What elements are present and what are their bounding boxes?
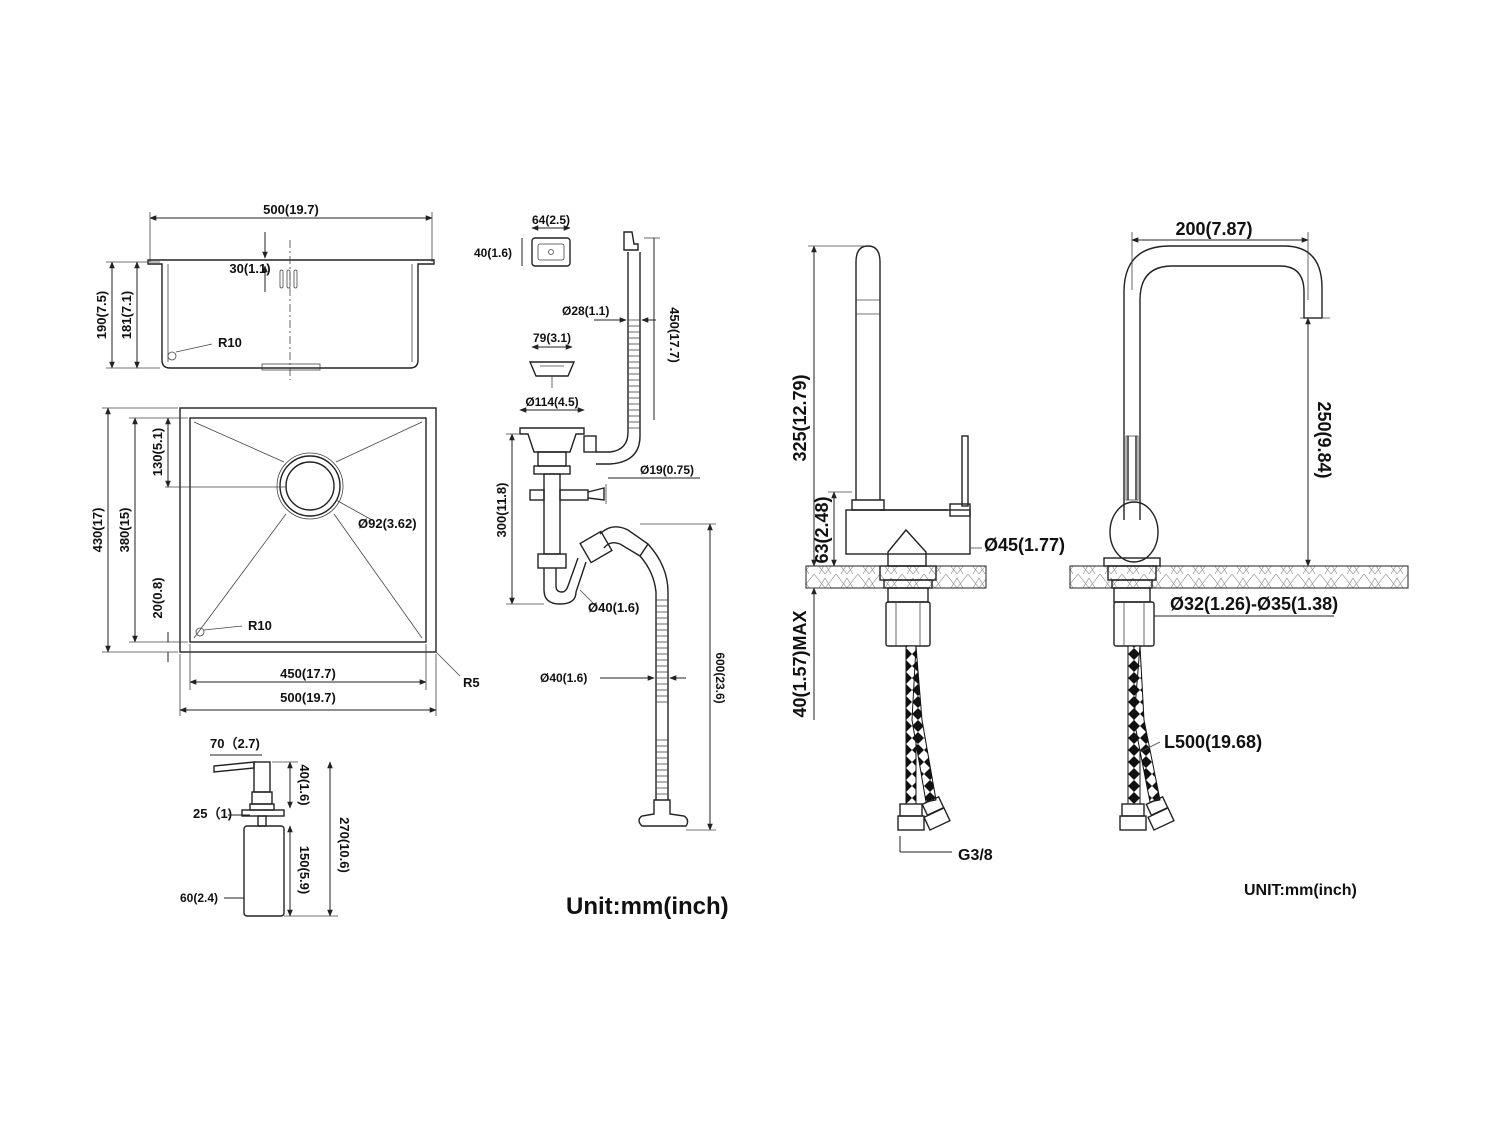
faucet-reach-label: 200(7.87)	[1175, 219, 1252, 239]
sink-outer-width-label: 500(19.7)	[280, 690, 336, 705]
bottle-dia-label: 60(2.4)	[180, 891, 218, 905]
overflow-height-label: 40(1.6)	[474, 246, 512, 260]
bottle-height-label: 150(5.9)	[297, 846, 312, 894]
spout-height-label: 250(9.84)	[1314, 401, 1334, 478]
side-inlet-dia-label: Ø19(0.75)	[640, 463, 694, 477]
faucet-front-view: L500(19.68) 200(7.87) 250(9.84) Ø32(1.26…	[1069, 219, 1409, 899]
faucet-unit-label: UNIT:mm(inch)	[1244, 882, 1357, 899]
sink-plan-view: Ø92(3.62) 430(17) 380(15) 130(5.1) 20(0.…	[90, 407, 480, 716]
trap-height-label: 300(11.8)	[494, 483, 509, 538]
nozzle-reach-label: 70（2.7)	[210, 736, 260, 751]
overflow-slots	[279, 269, 298, 289]
trap-dia-label: Ø40(1.6)	[588, 600, 639, 615]
dispenser-total-height-label: 270(10.6)	[337, 817, 352, 873]
waste-hose-dia-label: Ø40(1.6)	[540, 671, 587, 685]
sink-inner-depth-label: 380(15)	[117, 508, 132, 553]
head-height-label: 40(1.6)	[297, 764, 312, 805]
max-deck-label: 40(1.57)MAX	[790, 610, 810, 717]
faucet-side-view: G3/8 325(12.79) 63(2.48) 40(1.57)MAX Ø45…	[790, 245, 1065, 864]
basket-dia-label: Ø114(4.5)	[525, 395, 578, 409]
connection-label: G3/8	[958, 847, 993, 864]
sink-outer-depth-label: 430(17)	[90, 508, 105, 553]
plan-corner-radius-label: R10	[248, 618, 272, 633]
sink-corner-radius-label: R10	[218, 335, 242, 350]
soap-dispenser-drawing: 70（2.7) 25（1) 60(2.4) 40(1.6) 150(5.9) 2…	[180, 736, 352, 917]
strainer-dia-label: 79(3.1)	[533, 331, 571, 345]
shank-dia-label: Ø32(1.26)-Ø35(1.38)	[1170, 594, 1338, 614]
faucet-body-height-label: 63(2.48)	[812, 496, 832, 563]
overflow-hose-dia-label: Ø28(1.1)	[562, 304, 609, 318]
faucet-body-dia-label: Ø45(1.77)	[984, 535, 1065, 555]
drain-unit-label: Unit:mm(inch)	[566, 893, 729, 920]
sink-top-width-label: 500(19.7)	[263, 202, 319, 217]
sink-inner-width-label: 450(17.7)	[280, 666, 336, 681]
edge-radius-label: R5	[463, 675, 480, 690]
sink-outer-height-label: 190(7.5)	[94, 291, 109, 339]
sink-section-view: 500(19.7) 30(1.1) 190(7.5) 181(7.1) R10	[94, 202, 435, 380]
faucet-total-height-label: 325(12.79)	[790, 374, 810, 461]
sink-inner-height-label: 181(7.1)	[119, 291, 134, 339]
hose-length-label: L500(19.68)	[1164, 732, 1262, 752]
waste-hose-length-label: 600(23.6)	[713, 652, 727, 703]
sink-rim-label: 30(1.1)	[229, 261, 270, 276]
overflow-width-label: 64(2.5)	[532, 213, 570, 227]
drain-offset-label: 130(5.1)	[150, 428, 165, 476]
drain-kit-drawing: 64(2.5) 40(1.6) 450(17.7) Ø28(1.1)	[474, 213, 729, 920]
drain-diameter-label: Ø92(3.62)	[358, 516, 417, 531]
bottom-gap-label: 20(0.8)	[150, 577, 165, 618]
neck-dia-label: 25（1)	[193, 806, 232, 821]
overflow-hose-length-label: 450(17.7)	[667, 307, 682, 363]
